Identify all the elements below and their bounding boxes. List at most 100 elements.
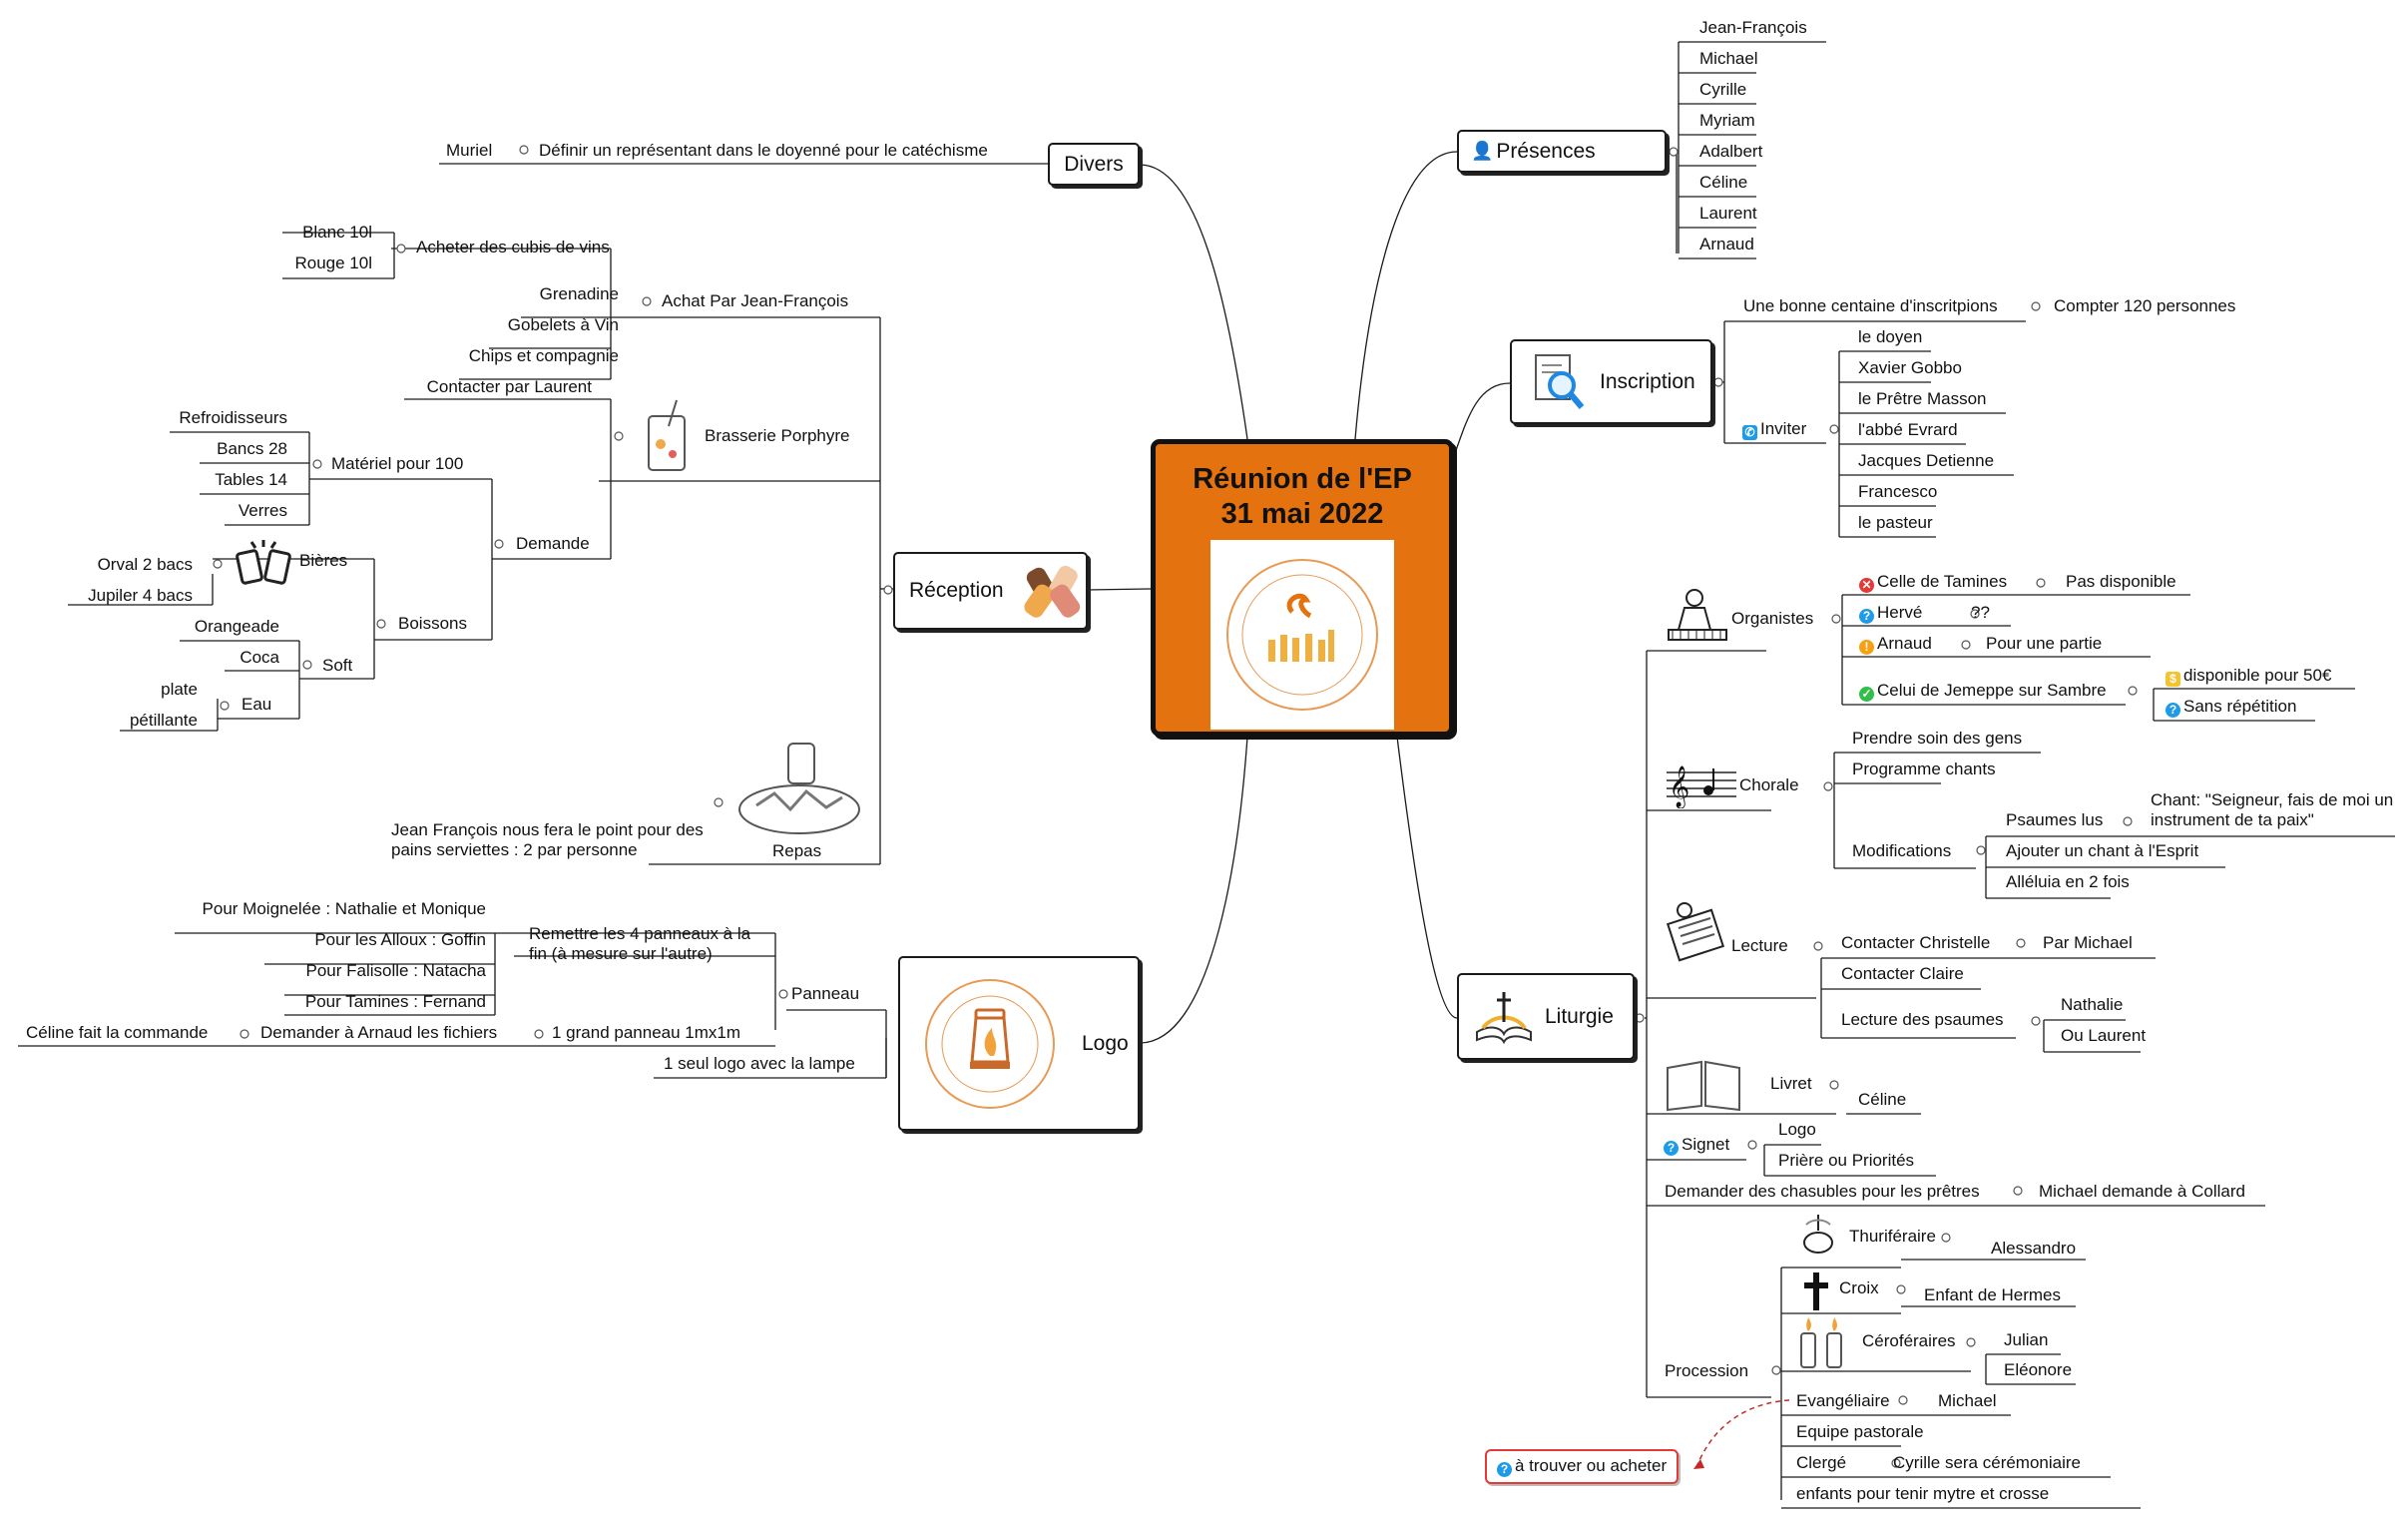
- callout-to-find[interactable]: ?à trouver ou acheter: [1485, 1449, 1680, 1484]
- proc-enfants[interactable]: enfants pour tenir mytre et crosse: [1796, 1484, 2050, 1503]
- logo-panneau[interactable]: Panneau: [791, 984, 860, 1003]
- chorale-alleluia[interactable]: Alléluia en 2 fois: [2006, 872, 2130, 891]
- reception-demande[interactable]: Demande: [516, 534, 590, 553]
- signet-item[interactable]: Prière ou Priorités: [1778, 1151, 1915, 1170]
- org-tamines[interactable]: ✕Celle de Tamines: [1859, 572, 2007, 593]
- reception-grenadine[interactable]: Grenadine: [539, 284, 619, 303]
- invite-item[interactable]: Jacques Detienne: [1858, 451, 1995, 470]
- reception-chips[interactable]: Chips et compagnie: [468, 346, 619, 365]
- presence-item[interactable]: Jean-François: [1699, 18, 1807, 37]
- org-herve[interactable]: ?Hervé: [1859, 603, 1922, 624]
- inscription-count[interactable]: Une bonne centaine d'inscritpions: [1743, 296, 1998, 315]
- reception-orangeade[interactable]: Orangeade: [194, 617, 279, 636]
- logo-remettre[interactable]: Remettre les 4 panneaux à la fin (à mesu…: [529, 924, 751, 963]
- proc-michael[interactable]: Michael: [1938, 1391, 1997, 1410]
- logo-falisolle[interactable]: Pour Falisolle : Natacha: [305, 961, 486, 980]
- reception-repas[interactable]: Repas: [772, 841, 822, 860]
- divers-text[interactable]: Définir un représentant dans le doyenné …: [539, 141, 988, 160]
- chorale-esprit[interactable]: Ajouter un chant à l'Esprit: [2006, 841, 2199, 860]
- logo-seul[interactable]: 1 seul logo avec la lampe: [664, 1054, 855, 1073]
- inscription-count-action[interactable]: Compter 120 personnes: [2054, 296, 2236, 315]
- lecture-nathalie[interactable]: Nathalie: [2061, 995, 2124, 1014]
- reception-repas-note[interactable]: Jean François nous fera le point pour de…: [391, 820, 704, 859]
- presence-item[interactable]: Cyrille: [1699, 80, 1747, 99]
- reception-bieres[interactable]: Bières: [299, 551, 348, 570]
- proc-ceroferaires[interactable]: Céroféraires: [1862, 1331, 1956, 1350]
- reception-boissons[interactable]: Boissons: [398, 614, 467, 633]
- presence-item[interactable]: Myriam: [1699, 111, 1755, 130]
- organistes-node[interactable]: Organistes: [1731, 609, 1814, 628]
- proc-enfant[interactable]: Enfant de Hermes: [1924, 1285, 2062, 1304]
- proc-evangeliaire[interactable]: Evangéliaire: [1796, 1391, 1890, 1410]
- chasubles-node[interactable]: Demander des chasubles pour les prêtres: [1665, 1182, 1980, 1201]
- logo-grand[interactable]: 1 grand panneau 1mx1m: [552, 1023, 741, 1042]
- reception-jupiler[interactable]: Jupiler 4 bacs: [88, 586, 193, 605]
- chorale-chant[interactable]: Chant: "Seigneur, fais de moi un instrum…: [2151, 790, 2394, 829]
- chorale-psaumes[interactable]: Psaumes lus: [2006, 810, 2104, 829]
- presence-item[interactable]: Céline: [1699, 173, 1748, 192]
- invite-item[interactable]: Xavier Gobbo: [1858, 358, 1962, 377]
- lecture-christelle[interactable]: Contacter Christelle: [1841, 933, 1991, 952]
- invite-item[interactable]: le Prêtre Masson: [1858, 389, 1987, 408]
- reception-rouge[interactable]: Rouge 10l: [294, 254, 372, 272]
- logo-moignelee[interactable]: Pour Moignelée : Nathalie et Monique: [202, 899, 486, 918]
- chorale-node[interactable]: Chorale: [1739, 775, 1799, 794]
- presence-item[interactable]: Laurent: [1699, 204, 1757, 223]
- org-jemeppe-price[interactable]: $disponible pour 50€: [2166, 666, 2331, 687]
- logo-commande[interactable]: Céline fait la commande: [26, 1023, 209, 1042]
- reception-contacter[interactable]: Contacter par Laurent: [426, 377, 592, 396]
- lecture-node[interactable]: Lecture: [1731, 936, 1788, 955]
- org-jemeppe-rep[interactable]: ?Sans répétition: [2166, 697, 2296, 718]
- logo-alloux[interactable]: Pour les Alloux : Goffin: [314, 930, 486, 949]
- proc-croix[interactable]: Croix: [1839, 1278, 1879, 1297]
- signet-node[interactable]: ?Signet: [1664, 1135, 1729, 1156]
- logo-demander[interactable]: Demander à Arnaud les fichiers: [260, 1023, 498, 1042]
- invite-item[interactable]: Francesco: [1858, 482, 1938, 501]
- topic-presences[interactable]: 👤 Présences: [1457, 130, 1667, 173]
- chorale-modifications[interactable]: Modifications: [1852, 841, 1952, 860]
- reception-bancs[interactable]: Bancs 28: [217, 439, 287, 458]
- logo-tamines[interactable]: Pour Tamines : Fernand: [304, 992, 486, 1011]
- presence-item[interactable]: Adalbert: [1699, 142, 1763, 161]
- reception-soft[interactable]: Soft: [322, 656, 353, 675]
- proc-clerge[interactable]: Clergé: [1796, 1453, 1847, 1472]
- reception-petillante[interactable]: pétillante: [129, 711, 198, 730]
- livret-node[interactable]: Livret: [1770, 1074, 1812, 1093]
- proc-cyrille[interactable]: Cyrille sera cérémoniaire: [1893, 1453, 2082, 1472]
- lecture-psaumes[interactable]: Lecture des psaumes: [1841, 1010, 2004, 1029]
- topic-liturgie[interactable]: Liturgie: [1457, 973, 1635, 1060]
- reception-gobelets[interactable]: Gobelets à Vin: [507, 315, 619, 334]
- topic-inscription[interactable]: Inscription: [1510, 339, 1712, 424]
- org-arnaud[interactable]: !Arnaud: [1859, 634, 1932, 655]
- reception-orval[interactable]: Orval 2 bacs: [97, 555, 193, 574]
- livret-who[interactable]: Céline: [1858, 1090, 1907, 1109]
- reception-verres[interactable]: Verres: [238, 501, 287, 520]
- invite-item[interactable]: le doyen: [1858, 327, 1923, 346]
- reception-plate[interactable]: plate: [161, 680, 198, 699]
- chorale-soin[interactable]: Prendre soin des gens: [1852, 729, 2023, 748]
- proc-equipe[interactable]: Equipe pastorale: [1796, 1422, 1924, 1441]
- reception-tables[interactable]: Tables 14: [215, 470, 287, 489]
- invite-item[interactable]: l'abbé Evrard: [1858, 420, 1958, 439]
- proc-alessandro[interactable]: Alessandro: [1991, 1239, 2077, 1258]
- topic-reception[interactable]: Réception: [893, 552, 1088, 630]
- reception-achat[interactable]: Achat Par Jean-François: [662, 291, 849, 310]
- proc-julian[interactable]: Julian: [2004, 1330, 2049, 1349]
- reception-refroid[interactable]: Refroidisseurs: [179, 408, 287, 427]
- invite-item[interactable]: le pasteur: [1858, 513, 1933, 532]
- lecture-laurent[interactable]: Ou Laurent: [2061, 1026, 2147, 1045]
- chorale-programme[interactable]: Programme chants: [1852, 760, 1996, 778]
- chasubles-who[interactable]: Michael demande à Collard: [2039, 1182, 2245, 1201]
- reception-brasserie[interactable]: Brasserie Porphyre: [705, 426, 850, 445]
- presence-item[interactable]: Arnaud: [1699, 235, 1754, 254]
- reception-eau[interactable]: Eau: [241, 695, 272, 714]
- central-topic[interactable]: Réunion de l'EP 31 mai 2022: [1151, 439, 1454, 737]
- org-tamines-status[interactable]: Pas disponible: [2066, 572, 2176, 591]
- org-herve-status[interactable]: ??: [1971, 603, 1990, 622]
- lecture-claire[interactable]: Contacter Claire: [1841, 964, 1964, 983]
- org-arnaud-status[interactable]: Pour une partie: [1986, 634, 2103, 653]
- topic-divers[interactable]: Divers: [1048, 143, 1140, 186]
- divers-who[interactable]: Muriel: [446, 141, 493, 160]
- reception-materiel[interactable]: Matériel pour 100: [331, 454, 464, 473]
- reception-cubis[interactable]: Acheter des cubis de vins: [416, 238, 610, 256]
